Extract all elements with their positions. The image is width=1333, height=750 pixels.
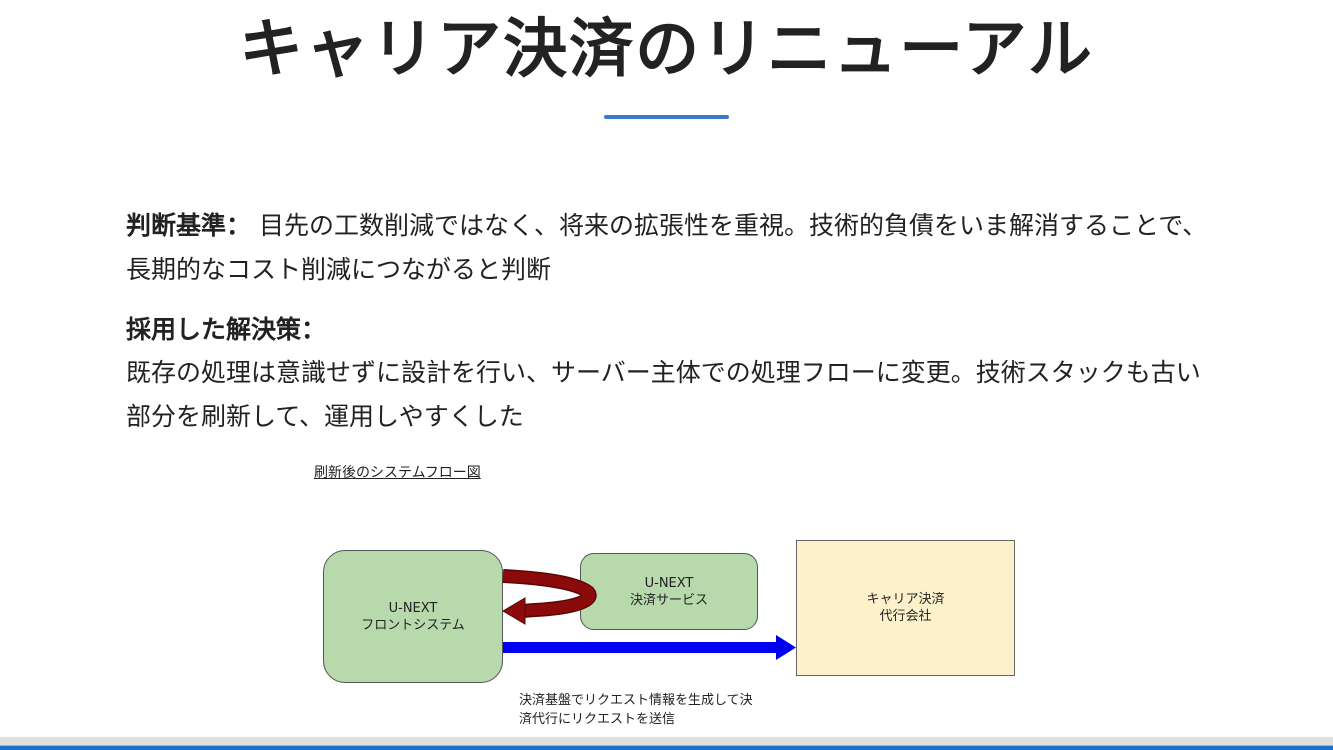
criteria-text: 目先の工数削減ではなく、将来の拡張性を重視。技術的負債をいま解消することで、長期… <box>126 211 1208 284</box>
criteria-label: 判断基準： <box>126 211 252 240</box>
diagram-caption: 刷新後のシステムフロー図 <box>314 465 481 481</box>
front-system-line1: U-NEXT <box>388 600 438 616</box>
front-system-box: U-NEXT フロントシステム <box>323 550 503 683</box>
slide-title: キャリア決済のリニューアル <box>239 13 1094 87</box>
solution-text: 既存の処理は意識せずに設計を行い、サーバー主体での処理フローに変更。技術スタック… <box>126 358 1201 431</box>
footer-divider <box>0 737 1333 745</box>
flow-note-line2: 済代行にリクエストを送信 <box>519 712 676 727</box>
solution-label: 採用した解決策： <box>126 315 327 344</box>
criteria-paragraph: 判断基準： 目先の工数削減ではなく、将来の拡張性を重視。技術的負債をいま解消する… <box>126 204 1216 292</box>
title-underline <box>604 115 729 119</box>
payment-service-line2: 決済サービス <box>629 592 708 608</box>
carrier-agent-line1: キャリア決済 <box>866 592 945 607</box>
flow-note-line1: 決済基盤でリクエスト情報を生成して決 <box>519 693 753 708</box>
request-arrow-icon <box>503 635 796 660</box>
flow-note: 決済基盤でリクエスト情報を生成して決 済代行にリクエストを送信 <box>519 691 789 729</box>
carrier-agent-box: キャリア決済 代行会社 <box>796 540 1015 676</box>
footer-accent-bar <box>0 745 1333 750</box>
payment-service-box: U-NEXT 決済サービス <box>580 553 758 630</box>
payment-service-line1: U-NEXT <box>644 575 694 591</box>
loop-arrow-icon <box>502 569 597 625</box>
carrier-agent-line2: 代行会社 <box>879 609 932 624</box>
front-system-line2: フロントシステム <box>361 617 465 633</box>
